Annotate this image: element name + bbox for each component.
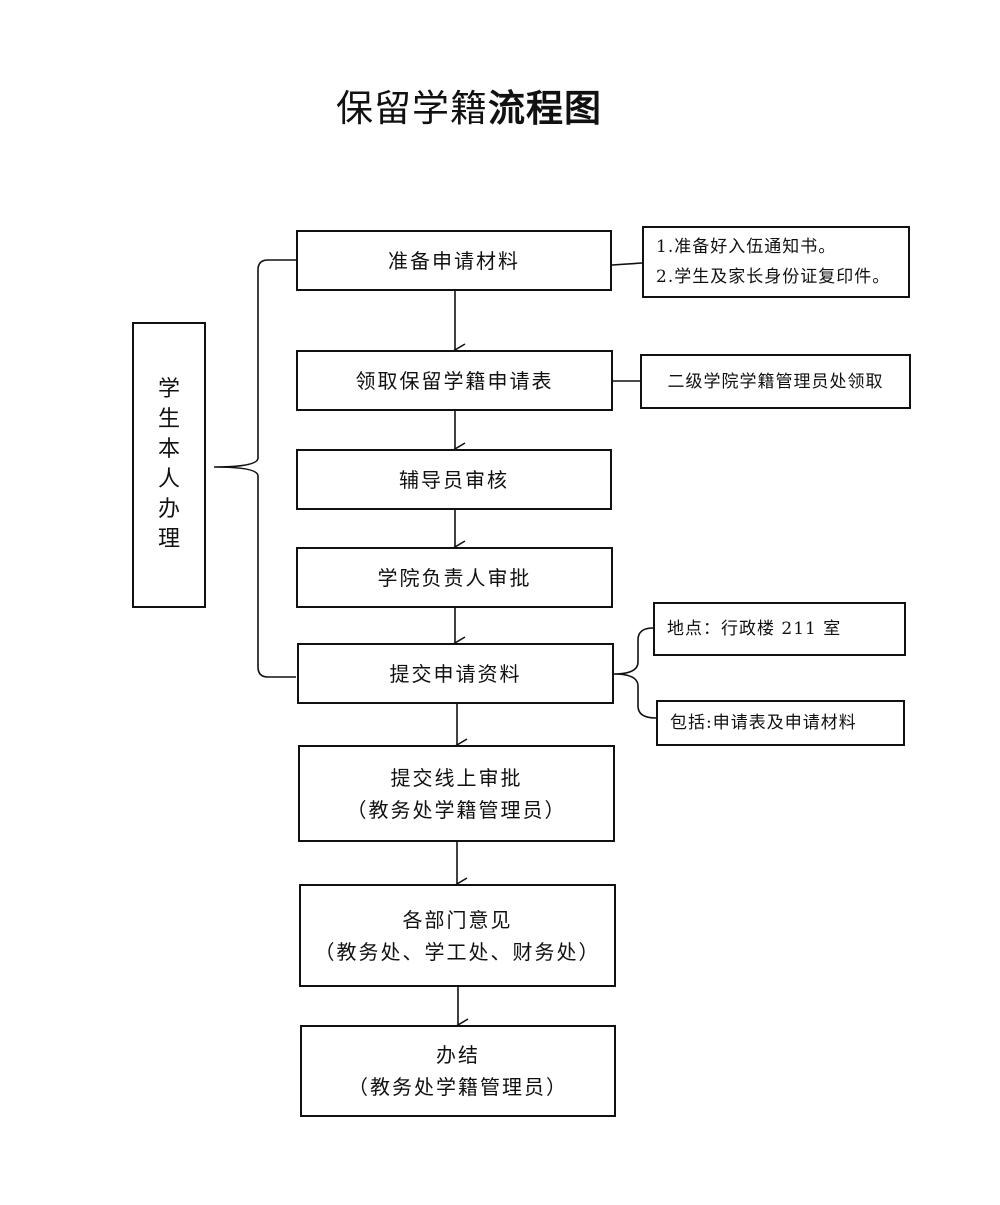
step-department-opinions: 各部门意见 （教务处、学工处、财务处） [299, 884, 616, 987]
side-label-box: 学 生 本 人 办 理 [132, 322, 206, 608]
step-complete: 办结 （教务处学籍管理员） [300, 1025, 616, 1117]
step-prepare-materials: 准备申请材料 [296, 230, 612, 291]
step-sublabel: （教务处学籍管理员） [348, 1075, 568, 1099]
side-label-char: 人 [157, 467, 180, 492]
note-line: 2.学生及家长身份证复印件。 [656, 267, 891, 287]
note-includes: 包括:申请表及申请材料 [656, 700, 905, 746]
side-label-char: 办 [157, 497, 180, 522]
step-sublabel: （教务处学籍管理员） [346, 797, 567, 822]
title-regular: 保留学籍 [336, 87, 488, 130]
step-label: 办结 [436, 1043, 480, 1067]
note-collect-form: 二级学院学籍管理员处领取 [640, 354, 911, 409]
step-label: 学院负责人审批 [377, 565, 532, 590]
note-line: 1.准备好入伍通知书。 [656, 237, 837, 257]
step-label: 提交线上审批 [390, 765, 523, 790]
step-label: 准备申请材料 [388, 248, 520, 273]
step-label: 提交申请资料 [389, 661, 522, 686]
left-brace [213, 259, 296, 678]
step-online-approval: 提交线上审批 （教务处学籍管理员） [298, 745, 615, 842]
note-location: 地点：行政楼 211 室 [653, 602, 906, 656]
step-label: 辅导员审核 [399, 467, 509, 492]
title-bold: 流程图 [488, 86, 602, 130]
note-line: 地点：行政楼 211 室 [667, 619, 842, 639]
note-prepare-materials: 1.准备好入伍通知书。 2.学生及家长身份证复印件。 [642, 226, 910, 298]
connector-prepare-note [611, 262, 643, 266]
note-line: 二级学院学籍管理员处领取 [667, 371, 884, 392]
side-label-char: 理 [157, 527, 180, 552]
step-submit-materials: 提交申请资料 [297, 643, 614, 704]
step-collect-form: 领取保留学籍申请表 [296, 350, 613, 411]
step-label: 各部门意见 [402, 907, 513, 932]
side-label-char: 学 [157, 377, 180, 402]
side-label-char: 生 [157, 407, 180, 432]
page-title: 保留学籍流程图 [336, 80, 666, 136]
step-counselor-review: 辅导员审核 [296, 449, 612, 510]
step-sublabel: （教务处、学工处、财务处） [314, 939, 601, 964]
step-label: 领取保留学籍申请表 [355, 368, 554, 393]
right-brace [613, 627, 657, 719]
step-college-approval: 学院负责人审批 [296, 547, 613, 608]
note-line: 包括:申请表及申请材料 [670, 713, 857, 733]
side-label-char: 本 [157, 437, 180, 462]
